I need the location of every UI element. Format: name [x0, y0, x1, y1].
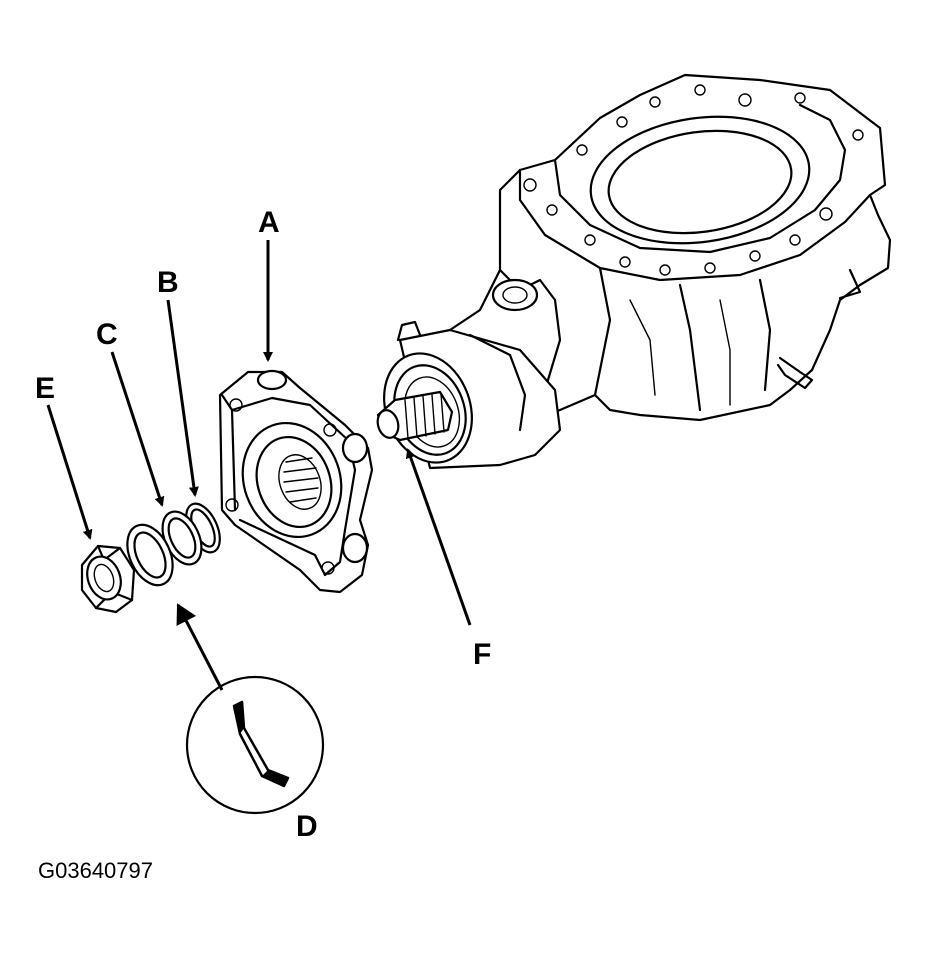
label-a: A	[258, 206, 280, 239]
seal-lip-detail-icon	[185, 675, 325, 815]
leader-f	[405, 448, 472, 626]
lock-nut-icon	[80, 544, 136, 614]
transfer-case-housing-icon	[376, 73, 892, 470]
leader-b	[166, 299, 199, 497]
label-b: B	[157, 266, 179, 299]
leader-lines	[46, 240, 472, 691]
label-d: D	[296, 810, 318, 843]
flange-adapter-icon	[218, 369, 374, 594]
leader-e	[46, 404, 93, 540]
figure-id: G03640797	[38, 858, 153, 883]
seal-ring-icon	[126, 510, 203, 587]
label-f: F	[473, 638, 491, 671]
label-e: E	[35, 372, 55, 405]
label-c: C	[96, 318, 118, 351]
leader-c	[110, 351, 165, 507]
leader-d	[176, 603, 224, 691]
